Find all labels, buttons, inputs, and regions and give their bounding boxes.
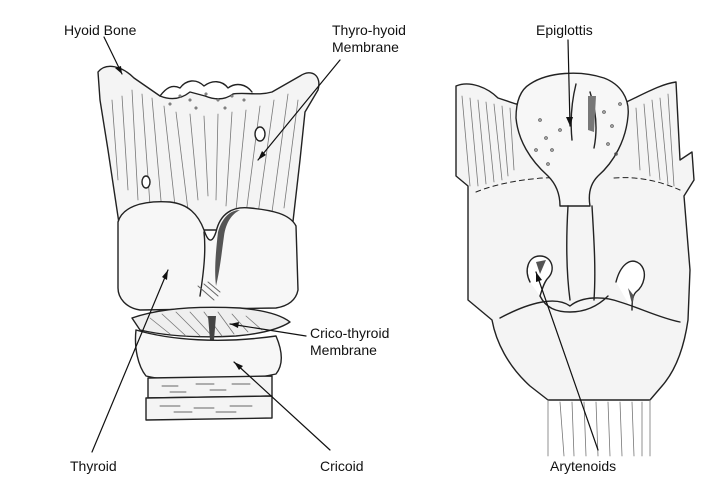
label-epiglottis: Epiglottis <box>536 22 593 38</box>
hyoid-bone-shape <box>98 66 319 230</box>
anterior-larynx-view <box>98 66 319 420</box>
label-thyrohyoid-line2: Membrane <box>332 39 399 55</box>
label-arytenoids: Arytenoids <box>550 458 616 474</box>
membrane-foramen-left <box>142 176 150 188</box>
label-thyrohyoid-line1: Thyro-hyoid <box>332 22 406 38</box>
label-cricothyroid-line1: Crico-thyroid <box>310 325 389 341</box>
label-cricoid: Cricoid <box>320 458 364 474</box>
posterior-larynx-view <box>456 73 694 456</box>
label-cricothyroid-line2: Membrane <box>310 342 377 358</box>
membrane-foramen-right <box>255 127 265 141</box>
cricoid-cartilage-shape <box>135 330 281 381</box>
label-hyoid-bone: Hyoid Bone <box>64 22 136 38</box>
label-thyroid: Thyroid <box>70 458 117 474</box>
trachea-rings-anterior <box>146 376 272 420</box>
trachea-posterior <box>548 400 650 456</box>
